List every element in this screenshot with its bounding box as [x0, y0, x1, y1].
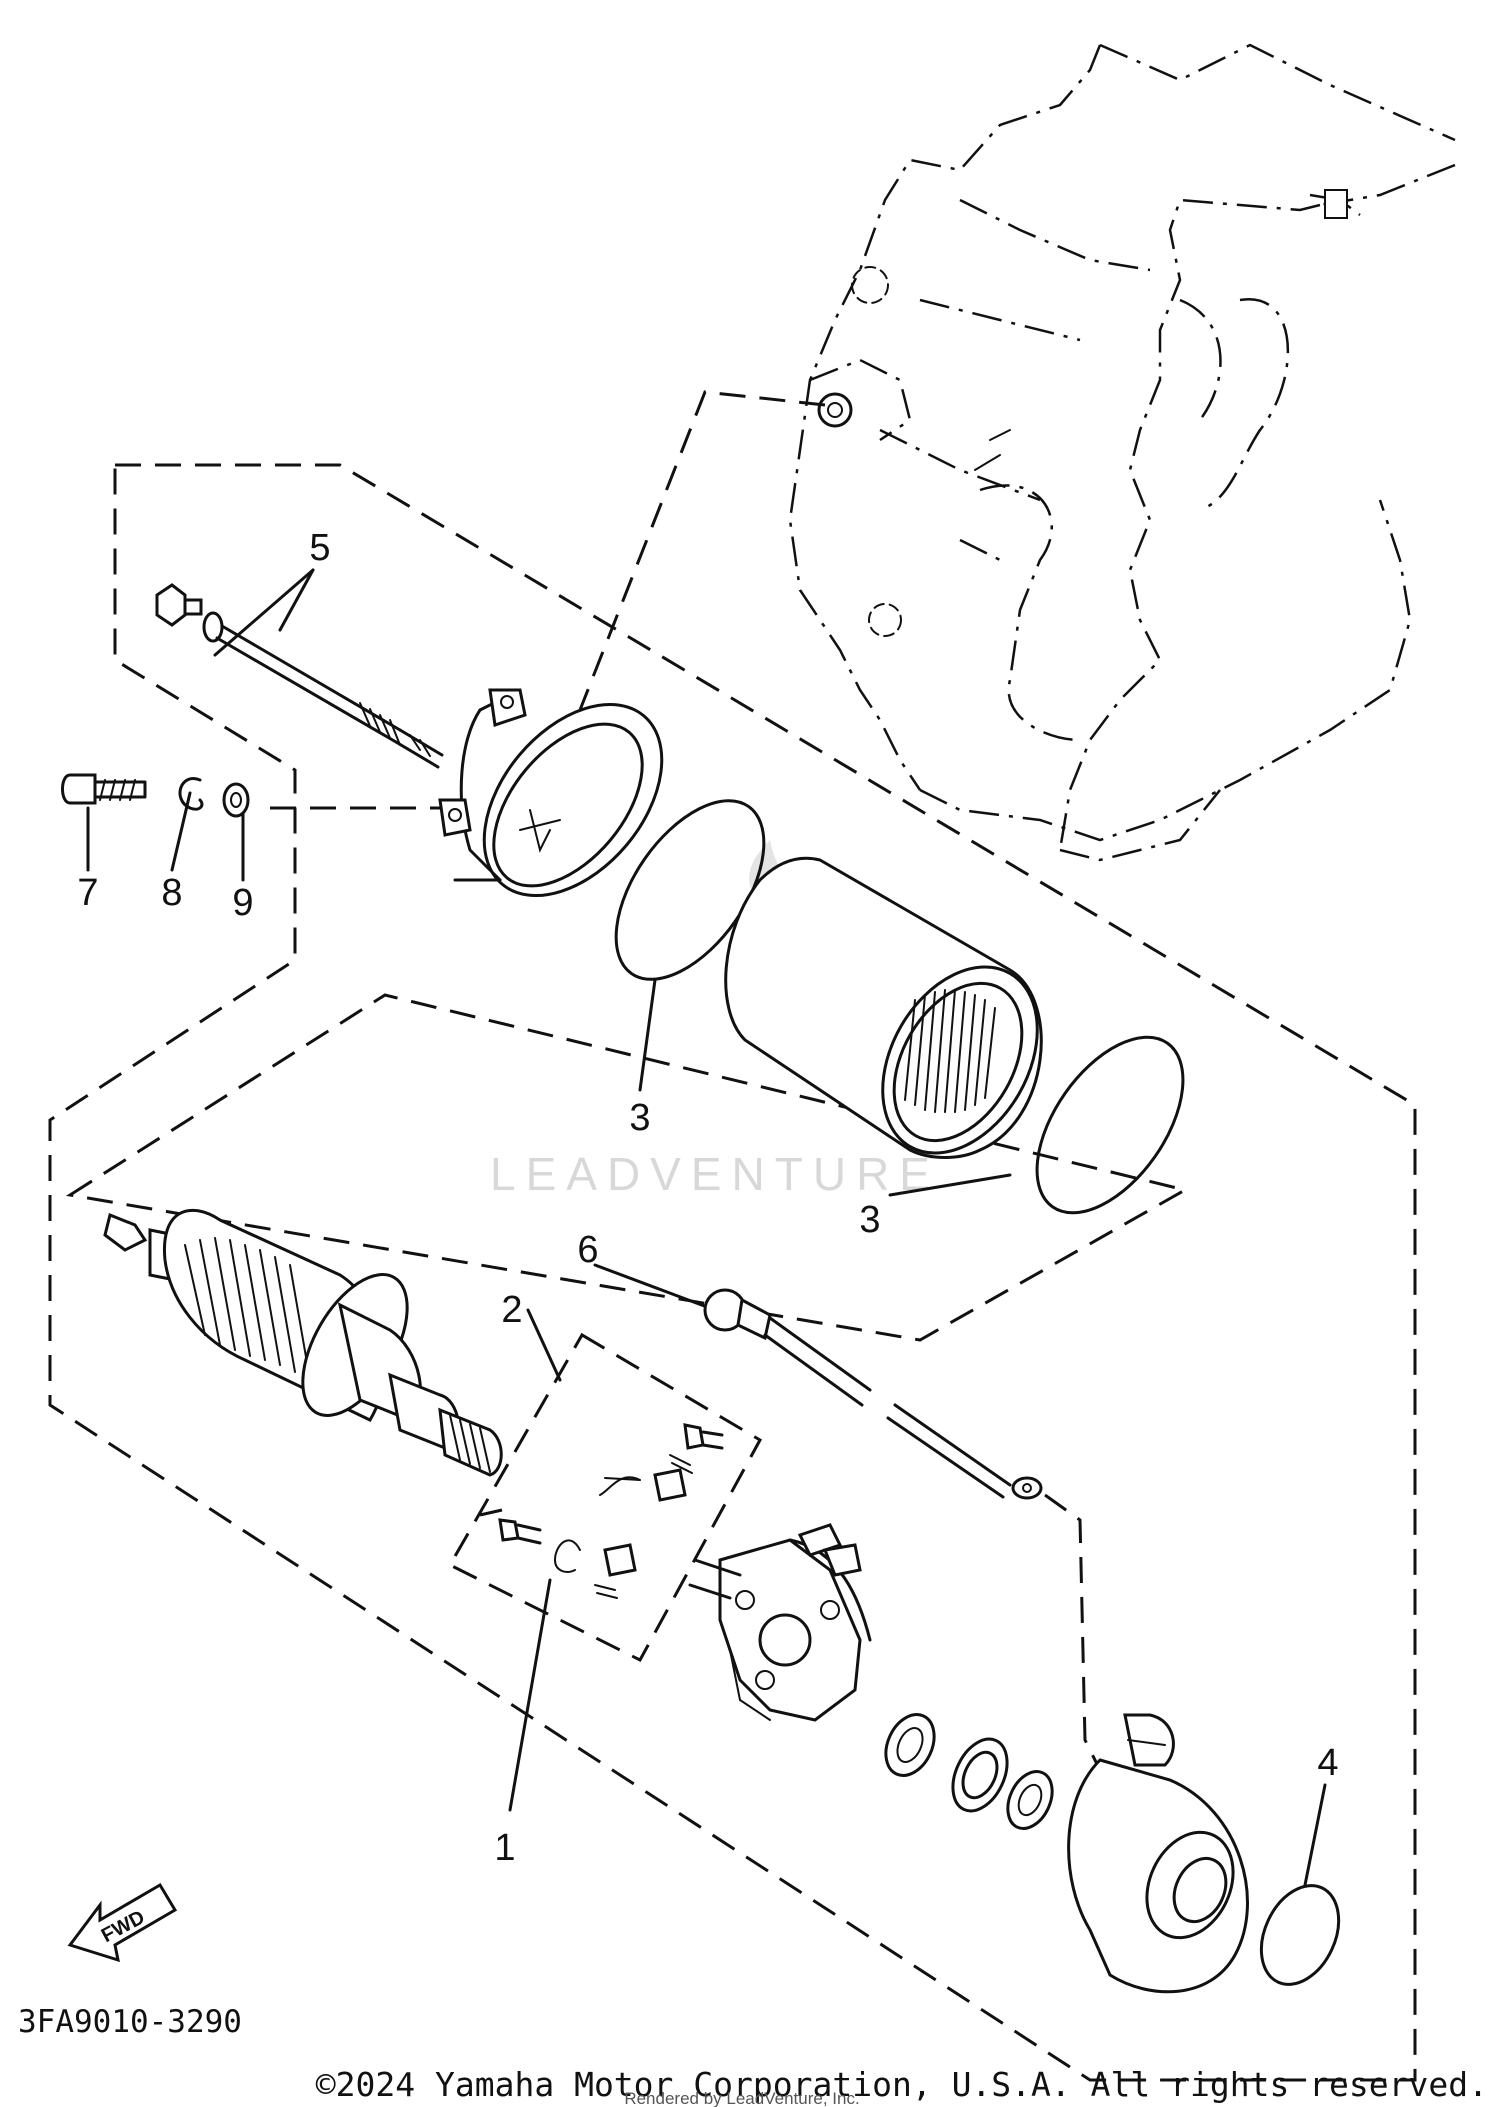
callout-3-front: 3	[629, 1097, 650, 1139]
callout-4: 4	[1317, 1742, 1338, 1784]
o-ring-rear	[1035, 1035, 1185, 1215]
rear-cover	[1067, 1713, 1249, 1994]
armature	[103, 1209, 503, 1477]
yoke	[724, 856, 1043, 1159]
callout-6: 6	[577, 1229, 598, 1271]
front-cover	[438, 688, 664, 898]
rendered-by-text: Rendered by LeadVenture, Inc.	[624, 2089, 859, 2107]
callout-7: 7	[77, 872, 98, 914]
callout-1: 1	[494, 1827, 515, 1869]
brush-set	[498, 1423, 724, 1599]
callout-2: 2	[501, 1289, 522, 1331]
copyright-text: ©2024 Yamaha Motor Corporation, U.S.A. A…	[316, 2065, 1488, 2104]
through-bolt	[155, 583, 444, 769]
starter-assembly-outline	[48, 463, 1417, 2082]
yoke-group-outline	[65, 993, 1190, 1342]
circlip	[178, 777, 204, 811]
callout-3-rear: 3	[859, 1199, 880, 1241]
callout-5: 5	[309, 527, 330, 569]
brush-holder	[688, 1523, 872, 1722]
screw	[61, 773, 147, 805]
brush-lead	[703, 1288, 1043, 1500]
o-ring-front	[614, 799, 766, 981]
fwd-arrow-icon: FWD	[67, 1882, 178, 1963]
crankcase-cover	[788, 43, 1456, 862]
washer	[222, 782, 250, 818]
diagram-code: 3FA9010-3290	[18, 2004, 242, 2040]
o-ring-rear-cover	[1259, 1884, 1341, 1986]
leader-lines	[86, 390, 1327, 1887]
brush-set-outline	[447, 1332, 763, 1662]
oil-seal	[884, 1713, 936, 1777]
callout-9: 9	[232, 882, 253, 924]
thrust-washer	[1006, 1770, 1054, 1830]
callout-8: 8	[161, 872, 182, 914]
watermark-text: LEADVENTURE	[490, 1148, 940, 1200]
